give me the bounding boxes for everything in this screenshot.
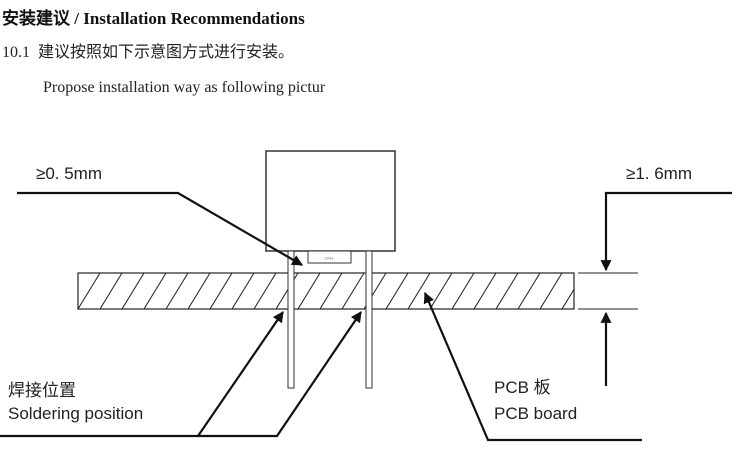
step-text-en: Propose installation way as following pi… (43, 79, 326, 96)
gap-label: ≥0. 5mm (36, 164, 102, 183)
soldering-leader-right (198, 311, 362, 438)
pcb-label-en: PCB board (494, 404, 577, 423)
step-number: 10.1 (2, 44, 30, 61)
component-pin-right (365, 250, 373, 389)
thickness-label: ≥1. 6mm (626, 164, 692, 183)
component-pin-left (287, 250, 295, 389)
pcb-label-zh: PCB 板 (494, 378, 551, 397)
pcb-board (77, 272, 575, 310)
component-marking: ???? (325, 256, 335, 261)
thickness-leader-top (600, 191, 732, 272)
gap-leader-line (17, 191, 303, 266)
soldering-label-en: Soldering position (8, 404, 143, 423)
step-instruction-zh: 建议按照如下示意图方式进行安装。 (38, 44, 295, 61)
pcb-leader-line (423, 291, 642, 442)
section-title: 安装建议 / Installation Recommendations (2, 9, 305, 28)
component-body (265, 150, 396, 252)
soldering-label-zh: 焊接位置 (8, 381, 76, 400)
step-text-zh: 10.1 建议按照如下示意图方式进行安装。 (2, 38, 294, 62)
component-standoff (307, 250, 352, 264)
